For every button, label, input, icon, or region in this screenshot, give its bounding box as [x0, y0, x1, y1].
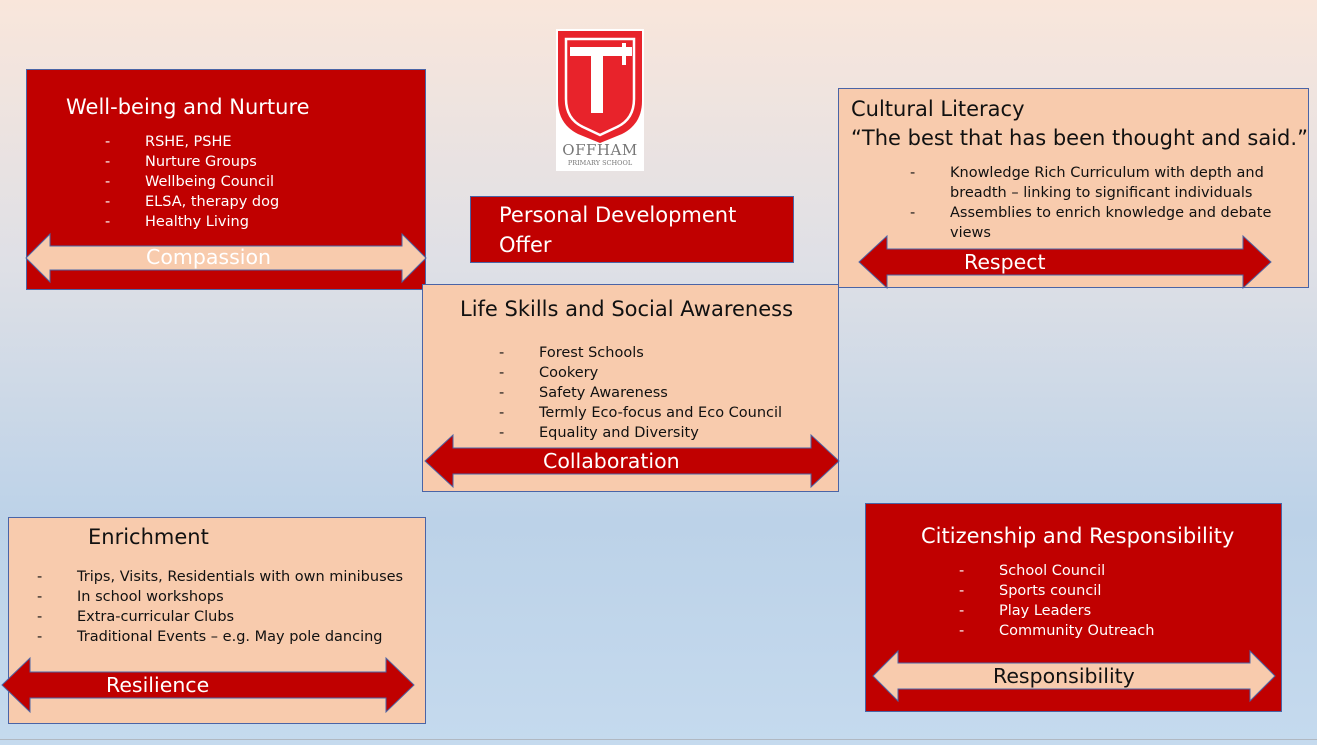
- cultural-title: Cultural Literacy: [851, 97, 1025, 121]
- citizenship-list: School Council Sports council Play Leade…: [959, 561, 1154, 641]
- enrichment-title: Enrichment: [88, 525, 209, 549]
- shield-icon: [556, 29, 644, 171]
- list-item: Safety Awareness: [499, 383, 782, 403]
- list-item: Knowledge Rich Curriculum with depth and…: [910, 163, 1271, 203]
- lifeskills-title: Life Skills and Social Awareness: [460, 297, 794, 321]
- double-arrow-icon: [858, 234, 1272, 290]
- citizenship-box: Citizenship and Responsibility School Co…: [865, 503, 1282, 712]
- double-arrow-icon: [1, 656, 415, 714]
- cultural-list: Knowledge Rich Curriculum with depth and…: [910, 163, 1271, 243]
- list-item: RSHE, PSHE: [105, 132, 279, 152]
- school-logo: OFFHAM PRIMARY SCHOOL: [556, 29, 644, 171]
- logo-subtitle: PRIMARY SCHOOL: [567, 159, 633, 167]
- list-item: Cookery: [499, 363, 782, 383]
- value-label-compassion: Compassion: [146, 245, 271, 269]
- list-item: Trips, Visits, Residentials with own min…: [37, 567, 403, 587]
- list-item: Extra-curricular Clubs: [37, 607, 403, 627]
- value-label-respect: Respect: [964, 250, 1046, 274]
- list-item: Wellbeing Council: [105, 172, 279, 192]
- logo-name: OFFHAM: [562, 141, 638, 159]
- list-item: Traditional Events – e.g. May pole danci…: [37, 627, 403, 647]
- list-item: Play Leaders: [959, 601, 1154, 621]
- wellbeing-list: RSHE, PSHE Nurture Groups Wellbeing Coun…: [105, 132, 279, 232]
- life-skills-box: Life Skills and Social Awareness Forest …: [422, 284, 840, 492]
- center-title-line2: Offer: [499, 233, 552, 257]
- list-item: Healthy Living: [105, 212, 279, 232]
- list-item: Nurture Groups: [105, 152, 279, 172]
- list-item: Forest Schools: [499, 343, 782, 363]
- enrichment-box: Enrichment Trips, Visits, Residentials w…: [1, 517, 426, 724]
- cultural-literacy-box: Cultural Literacy “The best that has bee…: [838, 88, 1309, 290]
- cultural-quote: “The best that has been thought and said…: [851, 126, 1308, 150]
- enrichment-list: Trips, Visits, Residentials with own min…: [37, 567, 403, 647]
- list-item: Termly Eco-focus and Eco Council: [499, 403, 782, 423]
- double-arrow-icon: [872, 649, 1276, 703]
- lifeskills-list: Forest Schools Cookery Safety Awareness …: [499, 343, 782, 443]
- wellbeing-title: Well-being and Nurture: [66, 95, 310, 119]
- wellbeing-box: Well-being and Nurture RSHE, PSHE Nurtur…: [25, 69, 427, 290]
- personal-development-title-box: Personal Development Offer: [470, 196, 794, 263]
- list-item: Community Outreach: [959, 621, 1154, 641]
- bottom-divider: [0, 739, 1317, 740]
- citizenship-title: Citizenship and Responsibility: [921, 524, 1235, 548]
- list-item: Assemblies to enrich knowledge and debat…: [910, 203, 1271, 243]
- list-item: Sports council: [959, 581, 1154, 601]
- value-label-responsibility: Responsibility: [993, 664, 1135, 688]
- double-arrow-icon: [25, 232, 427, 284]
- value-label-resilience: Resilience: [106, 673, 210, 697]
- value-label-collaboration: Collaboration: [543, 449, 680, 473]
- list-item: School Council: [959, 561, 1154, 581]
- center-title-line1: Personal Development: [499, 203, 737, 227]
- list-item: In school workshops: [37, 587, 403, 607]
- list-item: Equality and Diversity: [499, 423, 782, 443]
- double-arrow-icon: [424, 433, 840, 489]
- list-item: ELSA, therapy dog: [105, 192, 279, 212]
